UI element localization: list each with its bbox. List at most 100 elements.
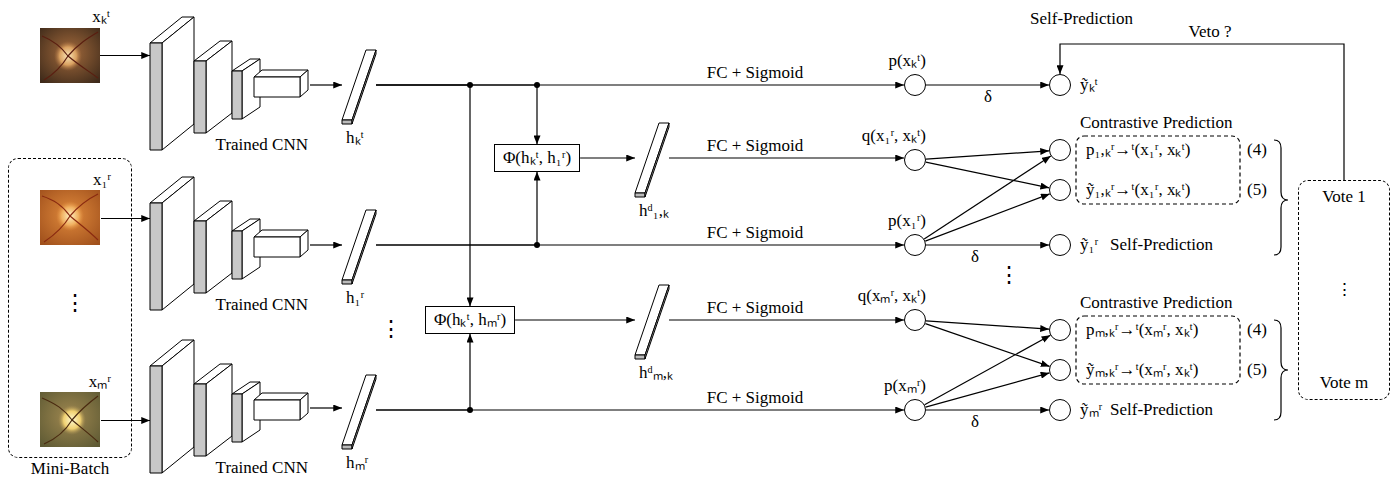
edge-label: δ [982,87,994,107]
connector [376,409,904,410]
connector [924,156,1051,239]
node-text: x₁ʳ [93,170,111,190]
connector [926,84,1049,85]
node-text: p(x₁ʳ) [888,211,926,231]
prediction-node: ỹ₁ʳSelf-Prediction [1049,234,1071,256]
node-text: (4) [1247,140,1267,160]
edge-label: δ [969,247,981,267]
node-text: q(xₘʳ, xₖᵗ) [858,286,926,306]
node-text: ỹₘ,ₖʳ→ᵗ(xₘʳ, xₖᵗ) [1086,360,1198,380]
connector [669,157,904,158]
node-text: Trained CNN [216,135,308,155]
connector [1060,44,1344,180]
prediction-node: p₁,ₖʳ→ᵗ(x₁ʳ, xₖᵗ)(4) [1049,139,1071,161]
feature-vector: hᵈₘ,ₖ [635,285,669,355]
node-text: xₘʳ [89,372,111,392]
edge-label: FC + Sigmoid [705,388,806,408]
output-node: q(x₁ʳ, xₖᵗ) [904,149,926,171]
output-node: p(xₖᵗ) [904,74,926,96]
text-label: Contrastive Prediction [1080,113,1233,133]
text-label: ⋮ [380,316,402,341]
connector [925,194,1049,241]
node-text: ỹ₁,ₖʳ→ᵗ(x₁ʳ, xₖᵗ) [1086,180,1190,200]
connector [926,409,1049,410]
node-text: Self-Prediction [1110,400,1213,420]
connector [376,334,470,410]
feature-vector: hᵈ₁,ₖ [635,123,669,193]
connector [376,244,904,245]
fundus-image: xₖᵗ [40,28,100,83]
feature-vector-picture [342,50,669,449]
node-text: Trained CNN [216,295,308,315]
node-text: ⋮ [1336,280,1353,300]
fundus-picture [40,190,100,245]
output-node: p(x₁ʳ) [904,234,926,256]
node-text: Vote m [1320,373,1368,393]
connector [101,420,150,421]
prediction-node: ỹ₁,ₖʳ→ᵗ(x₁ʳ, xₖᵗ)(5) [1049,179,1071,201]
node-text: p(xₖᵗ) [888,51,926,71]
node-text: h₁ʳ [346,288,364,308]
cnn-block: Trained CNN [150,175,310,315]
connector [669,319,904,320]
connector [926,244,1049,245]
prediction-node: ỹₘ,ₖʳ→ᵗ(xₘʳ, xₖᵗ)(5) [1049,359,1071,381]
node-text: q(x₁ʳ, xₖᵗ) [862,126,926,146]
output-node: q(xₘʳ, xₖᵗ) [904,309,926,331]
connector [376,85,537,144]
fundus-image: x₁ʳ [41,191,101,246]
difference-box: Φ(hₖᵗ, h₁ʳ) [494,144,580,172]
connector [376,172,537,245]
node-text: Trained CNN [216,458,308,478]
prediction-node: pₘ,ₖʳ→ᵗ(xₘʳ, xₖᵗ)(4) [1049,319,1071,341]
node-text: ỹₖᵗ [1080,75,1098,95]
node-text: Mini-Batch [9,459,131,479]
connector [515,319,635,320]
connector [926,162,1049,188]
node-text: hᵈ₁,ₖ [639,201,669,221]
node-text: pₘ,ₖʳ→ᵗ(xₘʳ, xₖᵗ) [1086,320,1198,340]
feature-vector: h₁ʳ [342,210,376,280]
cnn-block: Trained CNN [150,338,310,478]
connector [101,218,150,219]
node-text: p₁,ₖʳ→ᵗ(x₁ʳ, xₖᵗ) [1086,140,1190,160]
connector [925,335,1051,404]
feature-vector: hₖᵗ [342,50,376,120]
connector [926,373,1050,407]
prediction-node: Self-Predictionỹₖᵗ [1049,74,1071,96]
output-node: p(xₘʳ) [904,399,926,421]
edge-label: FC + Sigmoid [705,136,806,156]
node-text: p(xₘʳ) [884,376,926,396]
junction-dot [467,82,540,413]
node-text: ỹ₁ʳ [1080,235,1098,255]
difference-box: Φ(hₖᵗ, hₘʳ) [425,306,515,334]
node-text: xₖᵗ [92,7,110,27]
node-text: Vote 1 [1322,187,1366,207]
edge-label: Veto ? [1187,22,1234,42]
vote-box: Vote 1 ⋮ Vote m [1298,180,1390,400]
cnn-picture [150,17,308,150]
node-text: (5) [1247,360,1267,380]
node-text: (5) [1247,180,1267,200]
edge-label: FC + Sigmoid [705,223,806,243]
cnn-block: Trained CNN [150,15,310,155]
edge-label: FC + Sigmoid [705,298,806,318]
connector [926,151,1049,159]
node-text: hₖᵗ [346,128,364,148]
feature-vector: hₘʳ [342,375,376,445]
text-label: ⋮ [998,262,1020,287]
node-text: Φ(hₖᵗ, h₁ʳ) [495,145,579,171]
node-text: Self-Prediction [1110,235,1213,255]
node-text: Φ(hₖᵗ, hₘʳ) [426,307,514,333]
group-frame [1076,136,1240,384]
node-text: (4) [1247,320,1267,340]
node-text: ỹₘʳ [1080,400,1102,420]
fundus-image: xₘʳ [41,393,101,448]
connector [580,157,635,158]
node-text: Self-Prediction [1030,9,1133,29]
connector [310,84,342,85]
prediction-node: ỹₘʳSelf-Prediction [1049,399,1071,421]
cnn-picture [150,340,308,473]
